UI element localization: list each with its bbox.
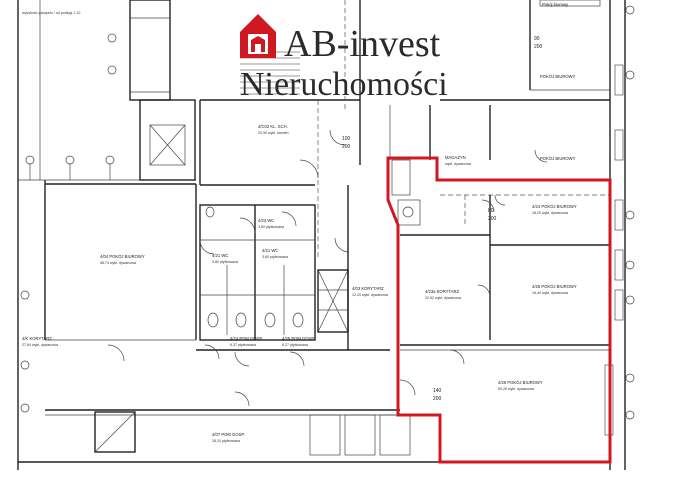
dimension: 90: [534, 36, 540, 42]
dimension: 200: [342, 144, 351, 150]
dimension: 80: [488, 208, 494, 214]
room-sublabel: 3,60 płytkowana: [262, 255, 288, 259]
dimension: 200: [488, 216, 497, 222]
room-sublabel: 3,80 płytkowana: [212, 260, 238, 264]
logo-tagline-text: Nieruchomości: [240, 66, 448, 103]
room-label: 4/23a KORYTARZ: [425, 289, 459, 294]
room-label: 4/24 POKÓJ BIUROWY: [532, 204, 577, 209]
highlighted-office-outline: [386, 156, 612, 464]
logo-brand-text: AB-invest: [284, 23, 441, 65]
dimension: 200: [433, 396, 442, 402]
room-label: 4/04 POKÓJ BIUROWY: [100, 254, 145, 259]
room-label: 4/07 POM GOSP.: [212, 432, 245, 437]
house-logo-icon: [240, 14, 276, 58]
room-label: 4/K KORYTARZ: [22, 336, 52, 341]
dimension: 200: [534, 44, 543, 50]
room-sublabel: 16,40 wykł. dywanowa: [532, 291, 568, 295]
dimension-labels: 90 200 100 200 140 200 80 200: [342, 36, 543, 402]
room-sublabel: 12,20 wykł. dywanowa: [352, 293, 388, 297]
company-logo: AB-invest Nieruchomości: [240, 14, 448, 103]
room-label: 4/25 POKÓJ BIUROWY: [532, 284, 577, 289]
room-label: 4/25 POM GOSP.: [282, 336, 315, 341]
room-label: 4/24 POM GOSP.: [230, 336, 263, 341]
room-label: 4/26 POKÓJ BIUROWY: [498, 380, 543, 385]
room-labels: wysokość parapetu / od podłogi 1.10 4/C0…: [22, 2, 577, 443]
room-label: 4/03 KORYTARZ: [352, 286, 384, 291]
room-label: 4/C02 KL. SCH.: [258, 124, 288, 129]
room-sublabel: 28,10 płytkowana: [212, 439, 240, 443]
room-sublabel: 58,74 wykł. dywanowa: [100, 261, 136, 265]
room-sublabel: 18,20 wykł. dywanowa: [532, 211, 568, 215]
room-sublabel: 59,26 wykł. dywanowa: [498, 387, 534, 391]
dimension: 100: [342, 136, 351, 142]
room-label: 4/21 WC: [212, 253, 228, 258]
dimension: 140: [433, 388, 442, 394]
room-sublabel: 3,60 płytkowana: [258, 225, 284, 229]
top-note: wysokość parapetu / od podłogi 1.10: [22, 11, 80, 15]
room-label: POKÓJ BIUROWY: [540, 156, 576, 161]
room-sublabel: 6,37 płytkowana: [230, 343, 256, 347]
room-sublabel: 6,27 płytkowana: [282, 343, 308, 347]
room-sublabel: wykł. dywanowa: [445, 162, 471, 166]
room-sublabel: 27,64 wykł. dywanowa: [22, 343, 58, 347]
room-sublabel: 22,62 wykł. dywanowa: [425, 296, 461, 300]
room-sublabel: 20,90 wykł. kamień: [258, 131, 289, 135]
room-label: POKÓJ BIUROWY: [540, 74, 576, 79]
room-label: 4/23 WC: [258, 218, 274, 223]
room-label: MAGAZYN: [445, 155, 466, 160]
room-label: Pokój biurowy: [542, 2, 569, 7]
room-label: 4/21 WC: [262, 248, 278, 253]
